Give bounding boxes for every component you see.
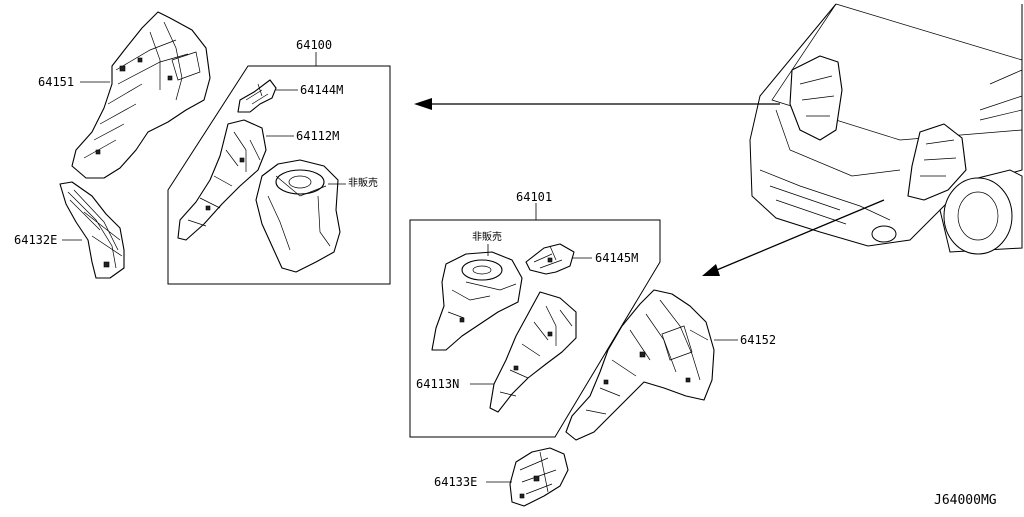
part-64144M-drawing: [237, 79, 277, 113]
label-right-not-sold: 非販売: [472, 232, 502, 243]
group-frame-64100: [167, 65, 391, 285]
part-64152-drawing: [565, 289, 715, 441]
arrow-to-group-64101: [702, 199, 885, 276]
label-left-not-sold: 非販売: [348, 178, 378, 189]
part-right-not-sold-drawing: [431, 251, 523, 351]
label-64133E: 64133E: [434, 475, 478, 489]
part-64113N-drawing: [489, 291, 577, 413]
label-64112M: 64112M: [296, 129, 340, 143]
label-64145M: 64145M: [595, 251, 639, 265]
vehicle-front-view: [749, 3, 1023, 255]
label-64144M: 64144M: [300, 83, 344, 97]
group-label-64101: 64101: [516, 190, 553, 204]
label-64132E: 64132E: [14, 233, 58, 247]
label-64151: 64151: [38, 75, 75, 89]
part-64145M-drawing: [525, 243, 575, 275]
label-64113N: 64113N: [416, 377, 460, 391]
part-64132E-drawing: [59, 181, 125, 279]
group-frame-64101: [409, 219, 661, 438]
part-64151-drawing: [71, 11, 211, 179]
label-64152: 64152: [740, 333, 777, 347]
arrow-to-group-64100: [414, 98, 780, 110]
part-64112M-drawing: [177, 119, 267, 241]
diagram-reference-code: J64000MG: [934, 493, 997, 508]
part-64133E-drawing: [509, 447, 569, 507]
group-label-64100: 64100: [296, 38, 333, 52]
part-left-not-sold-drawing: [255, 159, 341, 273]
